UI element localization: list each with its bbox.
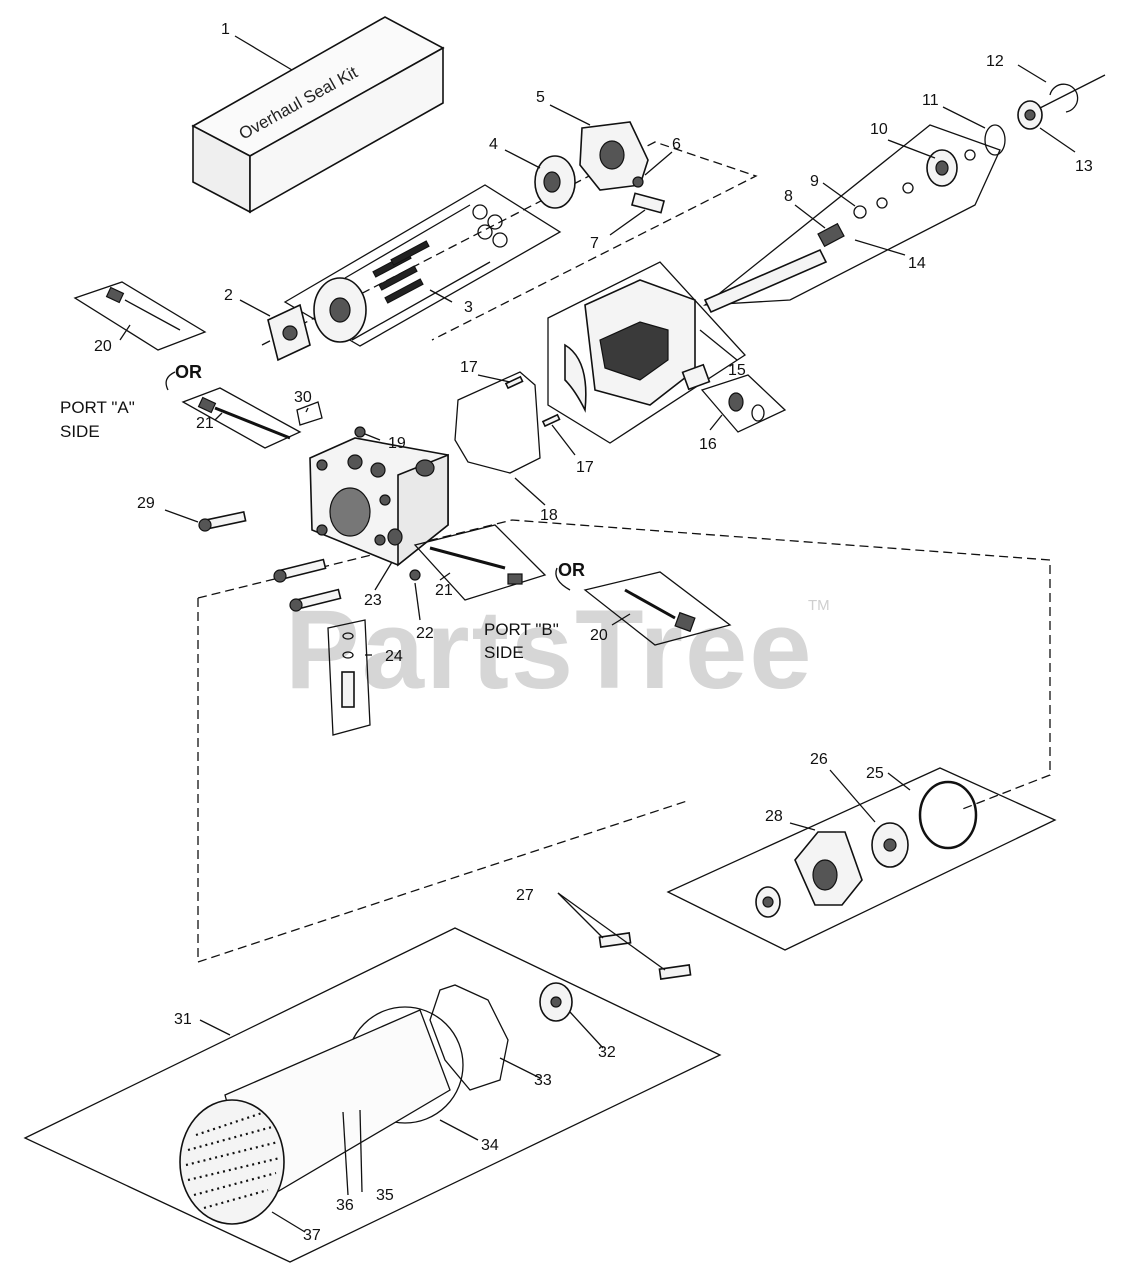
dowel-pin-17a[interactable] xyxy=(504,375,524,390)
or-arrow-b xyxy=(555,567,571,591)
callout-22: 22 xyxy=(416,625,434,642)
pin-6[interactable] xyxy=(632,176,644,188)
or-label-a: OR xyxy=(175,362,202,382)
callout-18: 18 xyxy=(540,507,558,524)
gerotor-26[interactable] xyxy=(871,822,909,868)
callout-7: 7 xyxy=(590,235,599,252)
o-ring-11[interactable] xyxy=(984,124,1006,156)
seal-13[interactable] xyxy=(1017,100,1043,130)
callout-20a: 20 xyxy=(94,338,112,355)
dashed-group-outline-upper xyxy=(261,141,758,346)
valve-kit-20-a[interactable] xyxy=(73,281,207,351)
callout-11: 11 xyxy=(922,92,939,109)
callout-6: 6 xyxy=(672,136,681,153)
bolts-27[interactable] xyxy=(557,892,692,980)
callout-9: 9 xyxy=(810,173,819,190)
housing[interactable] xyxy=(547,261,746,444)
port-b-line1: PORT "B" xyxy=(484,620,559,639)
callout-35: 35 xyxy=(376,1187,394,1204)
valve-kit-20-b[interactable] xyxy=(583,571,732,646)
bearing-4[interactable] xyxy=(534,155,576,209)
retaining-ring-12[interactable] xyxy=(1049,83,1079,113)
callout-1: 1 xyxy=(221,21,230,38)
overhaul-seal-kit-box[interactable]: Overhaul Seal Kit xyxy=(191,16,445,214)
seal-kit-16[interactable] xyxy=(700,374,787,433)
bearing-collar[interactable] xyxy=(755,886,781,918)
callout-12: 12 xyxy=(986,53,1004,70)
check-valve-kit-24[interactable] xyxy=(327,619,371,736)
callout-2: 2 xyxy=(224,287,233,304)
bolts-23[interactable] xyxy=(273,558,342,612)
cylinder-block-kit[interactable] xyxy=(283,184,562,347)
callout-36: 36 xyxy=(336,1197,354,1214)
callout-numbers: 1 2 3 4 5 6 7 8 9 10 11 12 13 14 15 16 1… xyxy=(94,21,1093,1244)
callout-24: 24 xyxy=(385,648,403,665)
watermark: PartsTree xyxy=(285,587,814,712)
leader-lines xyxy=(119,35,1076,1233)
callout-21b: 21 xyxy=(435,582,453,599)
callout-21a: 21 xyxy=(196,415,214,432)
callout-25: 25 xyxy=(866,765,884,782)
callout-30: 30 xyxy=(294,389,312,406)
callout-20b: 20 xyxy=(590,627,608,644)
callout-23: 23 xyxy=(364,592,382,609)
thrust-plate[interactable] xyxy=(267,303,311,362)
callout-17a: 17 xyxy=(460,359,478,376)
center-section[interactable] xyxy=(309,437,449,567)
screen-shroud-37[interactable] xyxy=(179,1009,451,1225)
plug-19[interactable] xyxy=(354,426,366,438)
callout-29: 29 xyxy=(137,495,155,512)
callout-31: 31 xyxy=(174,1011,192,1028)
watermark-trademark: TM xyxy=(808,597,830,614)
callout-4: 4 xyxy=(489,136,498,153)
or-arrow-a xyxy=(165,371,176,391)
charge-pump-group-outline xyxy=(666,767,1057,951)
callout-13: 13 xyxy=(1075,158,1093,175)
input-shaft-group[interactable] xyxy=(702,124,1001,314)
swashplate[interactable] xyxy=(579,121,649,191)
bolt-29[interactable] xyxy=(198,510,247,532)
gasket-18[interactable] xyxy=(454,371,541,474)
callout-15: 15 xyxy=(728,362,746,379)
callout-14: 14 xyxy=(908,255,926,272)
callout-27: 27 xyxy=(516,887,534,904)
tag-30[interactable] xyxy=(296,401,323,426)
valve-kit-21-b[interactable] xyxy=(413,524,547,601)
callout-28: 28 xyxy=(765,808,783,825)
hub-32[interactable] xyxy=(539,982,573,1022)
callout-16: 16 xyxy=(699,436,717,453)
valve-kit-21-a[interactable] xyxy=(181,387,302,449)
port-a-line1: PORT "A" xyxy=(60,398,135,417)
callout-5: 5 xyxy=(536,89,545,106)
callout-10: 10 xyxy=(870,121,888,138)
callout-19: 19 xyxy=(388,435,406,452)
callout-32: 32 xyxy=(598,1044,616,1061)
callout-34: 34 xyxy=(481,1137,499,1154)
charge-pump-housing-28[interactable] xyxy=(794,831,863,906)
fan-33[interactable] xyxy=(429,984,509,1091)
callout-26: 26 xyxy=(810,751,828,768)
fan-kit-outline xyxy=(23,927,722,1263)
callout-33: 33 xyxy=(534,1072,552,1089)
trunnion-7[interactable] xyxy=(630,192,666,214)
o-ring-25[interactable] xyxy=(918,780,978,850)
or-label-b: OR xyxy=(558,560,585,580)
callout-3: 3 xyxy=(464,299,473,316)
plug-22[interactable] xyxy=(409,569,421,581)
port-b-line2: SIDE xyxy=(484,643,524,662)
callout-37: 37 xyxy=(303,1227,321,1244)
dowel-pin-17b[interactable] xyxy=(541,413,561,428)
port-a-line2: SIDE xyxy=(60,422,100,441)
callout-8: 8 xyxy=(784,188,793,205)
callout-17b: 17 xyxy=(576,459,594,476)
